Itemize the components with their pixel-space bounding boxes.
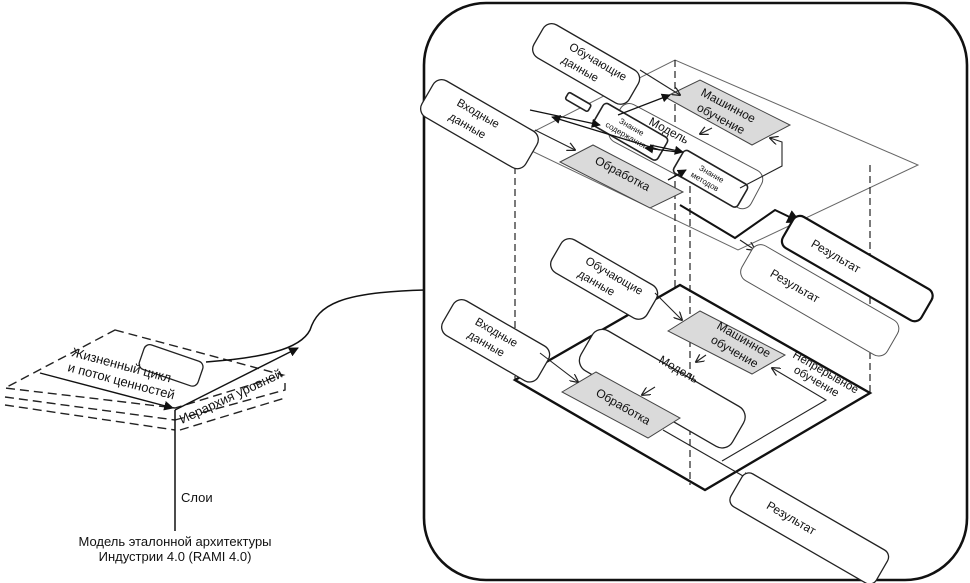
upper-processing-shape bbox=[558, 144, 685, 209]
rami-caption-line-2: Индустрии 4.0 (RAMI 4.0) bbox=[99, 549, 252, 564]
upper-arrow-ml-to-model bbox=[700, 128, 713, 134]
rami-bottom-left-edge bbox=[4, 396, 176, 421]
lower-plane bbox=[512, 283, 873, 492]
detail-panel bbox=[422, 1, 969, 582]
rami-model: Жизненный цикл и поток ценностей Иерархи… bbox=[2, 329, 299, 564]
upper-arrow-method-to-content bbox=[644, 144, 679, 154]
upper-method-knowledge-shape bbox=[672, 149, 749, 208]
rami-selected-block bbox=[138, 343, 204, 387]
upper-arrow-processing-to-method bbox=[667, 169, 687, 181]
upper-machine-learning-shape bbox=[663, 79, 792, 146]
upper-training-data-shape bbox=[532, 23, 641, 105]
rami-lifecycle-arrow bbox=[39, 372, 174, 411]
lower-input-data-shape bbox=[441, 299, 551, 383]
rami-bottom-right-edge bbox=[174, 378, 286, 421]
upper-small-bold-shape bbox=[564, 91, 592, 112]
lower-arrow-processing-to-result bbox=[662, 429, 750, 480]
upper-input-data-box: Входные данные bbox=[420, 79, 539, 170]
rami-right-inner-edge bbox=[179, 397, 286, 431]
lower-result-shape bbox=[729, 472, 890, 583]
lower-arrow-input-to-processing bbox=[539, 352, 578, 382]
upper-result-secondary-shape bbox=[740, 244, 900, 357]
upper-arrow-input-to-processing bbox=[534, 129, 575, 150]
lower-training-data-shape bbox=[550, 238, 659, 320]
rami-layers-label: Слои bbox=[181, 490, 213, 505]
rami-left-lower-edge bbox=[4, 404, 176, 431]
upper-arrow-content-to-ml bbox=[617, 93, 671, 116]
rami-caption-line-1: Модель эталонной архитектуры bbox=[78, 534, 271, 549]
lower-arrow-ml-to-model bbox=[696, 355, 707, 362]
lower-arrow-continuous-loop bbox=[721, 368, 828, 462]
upper-result-primary-shape bbox=[780, 214, 934, 323]
upper-small-bold-box bbox=[564, 91, 592, 112]
upper-arrow-training-to-ml bbox=[639, 69, 680, 95]
upper-layer: Обучающие данные Входные данные Модель М… bbox=[420, 23, 934, 485]
lower-machine-learning-shape bbox=[666, 310, 787, 375]
upper-arrow-content-to-method bbox=[649, 144, 684, 155]
upper-input-data-shape bbox=[420, 79, 539, 170]
upper-arrow-content-to-input bbox=[551, 115, 661, 151]
lower-processing-shape bbox=[560, 371, 681, 439]
zoom-connector-curve bbox=[205, 289, 426, 363]
upper-arrow-to-result-primary bbox=[679, 204, 802, 240]
upper-arrow-input-to-content bbox=[529, 109, 601, 128]
lower-layer: Обучающие данные Входные данные Модель М… bbox=[441, 238, 890, 583]
lower-arrow-model-to-processing bbox=[642, 386, 656, 395]
upper-arrow-continuous-loop bbox=[739, 138, 783, 189]
rami-hierarchy-arrow bbox=[174, 347, 299, 411]
lower-arrow-training-to-ml bbox=[654, 292, 682, 320]
